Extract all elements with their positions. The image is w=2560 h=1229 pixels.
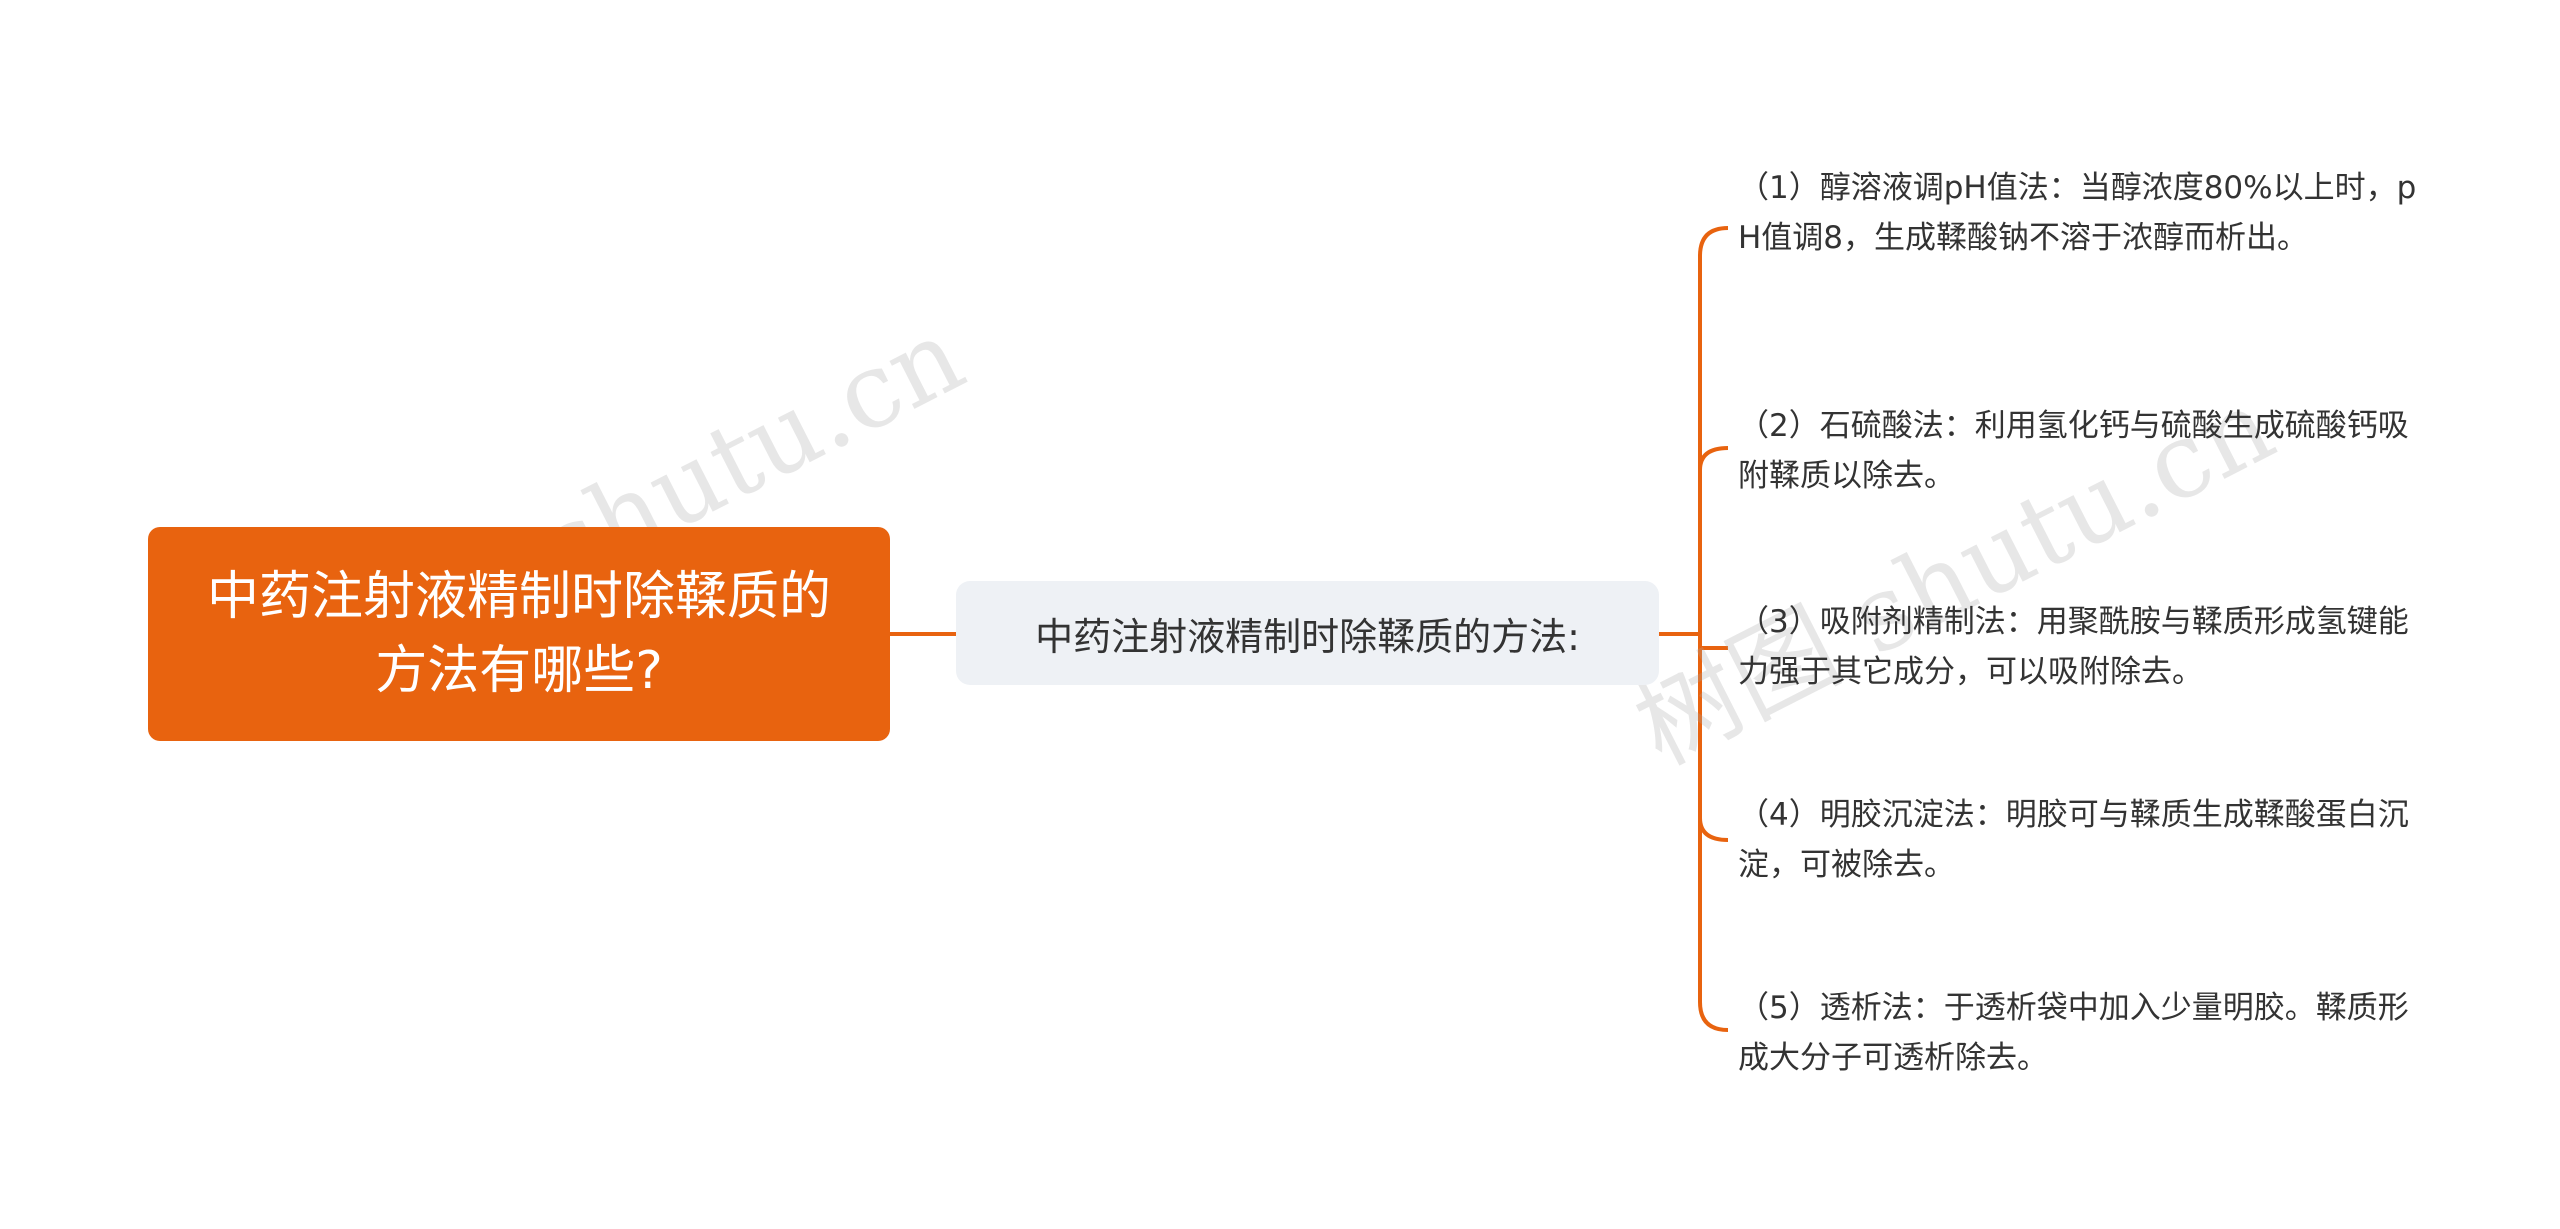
branch-topic-node[interactable]: 中药注射液精制时除鞣质的方法: xyxy=(956,581,1659,685)
leaf-label: （1）醇溶液调pH值法：当醇浓度80%以上时，pH值调8，生成鞣酸钠不溶于浓醇而… xyxy=(1738,170,2417,256)
branch-topic-label: 中药注射液精制时除鞣质的方法: xyxy=(1035,614,1580,659)
root-topic-label: 中药注射液精制时除鞣质的方法有哪些? xyxy=(206,567,831,701)
leaf-node-method-3[interactable]: （3）吸附剂精制法：用聚酰胺与鞣质形成氢键能力强于其它成分，可以吸附除去。 xyxy=(1738,597,2438,697)
leaf-label: （5）透析法：于透析袋中加入少量明胶。鞣质形成大分子可透析除去。 xyxy=(1738,990,2409,1076)
leaf-node-method-1[interactable]: （1）醇溶液调pH值法：当醇浓度80%以上时，pH值调8，生成鞣酸钠不溶于浓醇而… xyxy=(1738,163,2438,263)
leaf-bracket xyxy=(1698,226,1729,1032)
leaf-connector-4 xyxy=(1698,817,1729,842)
leaf-node-method-4[interactable]: （4）明胶沉淀法：明胶可与鞣质生成鞣酸蛋白沉淀，可被除去。 xyxy=(1738,790,2438,890)
leaf-node-method-5[interactable]: （5）透析法：于透析袋中加入少量明胶。鞣质形成大分子可透析除去。 xyxy=(1738,983,2438,1083)
leaf-label: （2）石硫酸法：利用氢化钙与硫酸生成硫酸钙吸附鞣质以除去。 xyxy=(1738,408,2409,494)
leaf-node-method-2[interactable]: （2）石硫酸法：利用氢化钙与硫酸生成硫酸钙吸附鞣质以除去。 xyxy=(1738,401,2438,501)
leaf-connector-2 xyxy=(1698,446,1729,471)
root-topic-node[interactable]: 中药注射液精制时除鞣质的方法有哪些? xyxy=(148,527,890,741)
leaf-label: （3）吸附剂精制法：用聚酰胺与鞣质形成氢键能力强于其它成分，可以吸附除去。 xyxy=(1738,604,2409,690)
leaf-label: （4）明胶沉淀法：明胶可与鞣质生成鞣酸蛋白沉淀，可被除去。 xyxy=(1738,797,2409,883)
